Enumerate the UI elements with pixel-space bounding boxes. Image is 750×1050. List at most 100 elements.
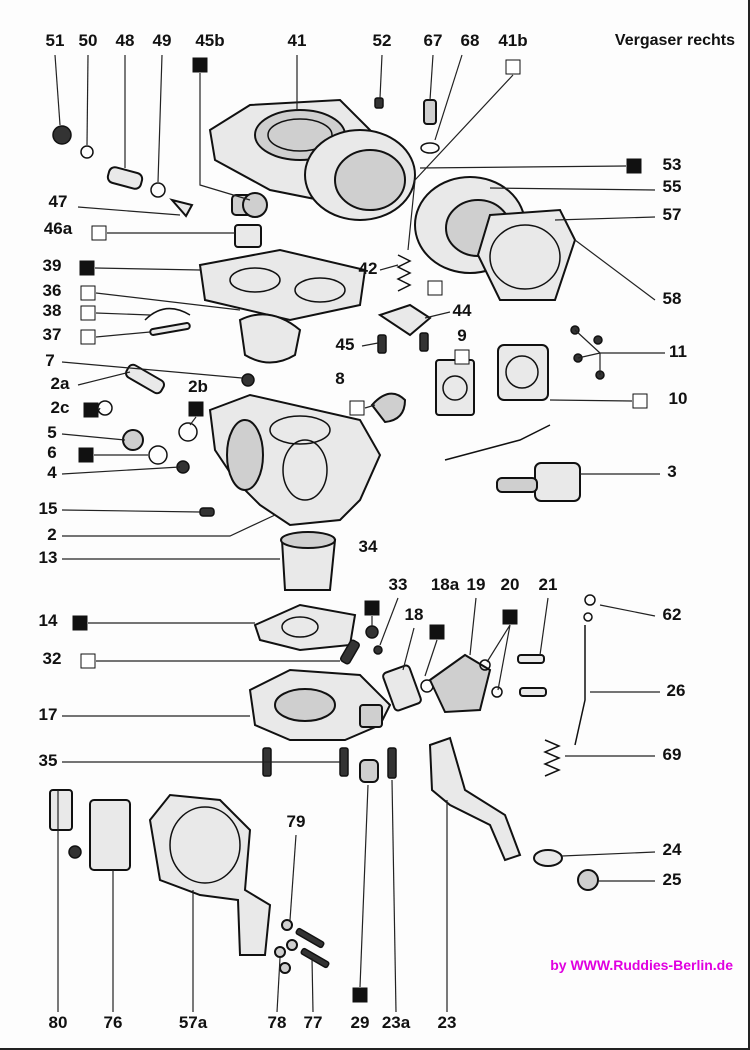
part-label-57: 57	[663, 205, 682, 224]
leader-line-38	[95, 312, 151, 316]
part-label-13: 13	[39, 548, 58, 567]
leader-lines	[54, 54, 665, 1013]
leader-line-41b	[407, 74, 514, 251]
leader-line-4	[61, 466, 181, 475]
leader-line-2c	[98, 407, 101, 411]
leader-line-2b	[189, 416, 197, 426]
leader-line-51	[54, 54, 61, 126]
part-label-51: 51	[46, 31, 65, 50]
part-label-42: 42	[359, 259, 378, 278]
part-label-3: 3	[667, 462, 676, 481]
leader-line-68	[434, 54, 463, 141]
leader-line-47	[77, 206, 181, 216]
part-label-23a: 23a	[382, 1013, 411, 1032]
leader-line-7	[61, 361, 243, 379]
part-label-10: 10	[669, 389, 688, 408]
open-marker-42	[427, 280, 443, 296]
filled-marker-53	[626, 158, 642, 174]
filled-marker-2b	[188, 401, 204, 417]
leader-line-79	[289, 834, 297, 921]
filled-marker-18a	[429, 624, 445, 640]
part-label-5: 5	[47, 423, 56, 442]
part-label-14: 14	[39, 611, 58, 630]
open-marker-9	[454, 349, 470, 365]
part-label-45: 45	[336, 335, 355, 354]
leader-line-5	[61, 433, 126, 441]
leader-line-62	[599, 604, 656, 617]
part-label-35: 35	[39, 751, 58, 770]
leader-line-18	[402, 627, 415, 671]
part-label-45b: 45b	[195, 31, 224, 50]
leader-line-36	[95, 292, 241, 311]
leader-line-20	[486, 624, 511, 691]
part-label-34: 34	[359, 537, 378, 556]
part-label-2a: 2a	[51, 374, 70, 393]
leader-line-45b	[199, 73, 251, 201]
credit-text: by WWW.Ruddies-Berlin.de	[550, 957, 733, 973]
part-label-41b: 41b	[498, 31, 527, 50]
open-marker-37	[80, 329, 96, 345]
leader-line-21	[539, 597, 549, 656]
part-label-18: 18	[405, 605, 424, 624]
open-marker-41b	[505, 59, 521, 75]
part-label-67: 67	[424, 31, 443, 50]
leader-line-45	[361, 342, 379, 347]
part-label-36: 36	[43, 281, 62, 300]
leader-line-55	[489, 187, 656, 191]
diagram-title: Vergaser rechts	[615, 32, 735, 49]
filled-marker-2c	[83, 402, 99, 418]
part-label-2: 2	[47, 525, 56, 544]
leader-line-19	[469, 597, 477, 656]
part-label-4: 4	[47, 463, 57, 482]
part-label-77: 77	[304, 1013, 323, 1032]
part-label-62: 62	[663, 605, 682, 624]
part-label-38: 38	[43, 301, 62, 320]
part-label-41: 41	[288, 31, 307, 50]
filled-marker-6	[78, 447, 94, 463]
part-label-32: 32	[43, 649, 62, 668]
leader-line-18a	[424, 639, 438, 677]
part-label-55: 55	[663, 177, 682, 196]
part-label-33: 33	[389, 575, 408, 594]
leader-line-10	[549, 399, 633, 402]
part-label-17: 17	[39, 705, 58, 724]
open-marker-8	[349, 400, 365, 416]
part-label-39: 39	[43, 256, 62, 275]
filled-marker-29	[352, 987, 368, 1003]
part-label-9: 9	[457, 326, 466, 345]
filled-marker-34	[364, 600, 380, 616]
leader-line-33	[379, 597, 399, 646]
part-label-79: 79	[287, 812, 306, 831]
open-marker-32	[80, 653, 96, 669]
part-markers	[72, 57, 648, 1003]
parts-illustration	[49, 97, 605, 974]
part-label-52: 52	[373, 31, 392, 50]
part-label-18a: 18a	[431, 575, 460, 594]
open-marker-10	[632, 393, 648, 409]
part-label-29: 29	[351, 1013, 370, 1032]
leader-line-50	[86, 54, 89, 146]
leader-line-58	[574, 239, 656, 301]
leader-line-42	[379, 264, 399, 271]
part-label-21: 21	[539, 575, 558, 594]
filled-marker-39	[79, 260, 95, 276]
leader-line-39	[94, 267, 201, 271]
leader-line-52	[379, 54, 383, 99]
leader-line-57	[554, 216, 656, 221]
leader-line-53	[419, 165, 627, 169]
part-label-8: 8	[335, 369, 344, 388]
leader-line-11	[574, 329, 665, 375]
leader-line-77	[311, 957, 314, 1013]
leader-line-78	[276, 957, 281, 1013]
part-label-23: 23	[438, 1013, 457, 1032]
part-label-2b: 2b	[188, 377, 208, 396]
leader-line-67	[429, 54, 434, 101]
part-label-78: 78	[268, 1013, 287, 1032]
part-label-20: 20	[501, 575, 520, 594]
part-label-68: 68	[461, 31, 480, 50]
open-marker-38	[80, 305, 96, 321]
leader-line-23a	[391, 779, 397, 1013]
leader-line-2	[62, 514, 276, 537]
